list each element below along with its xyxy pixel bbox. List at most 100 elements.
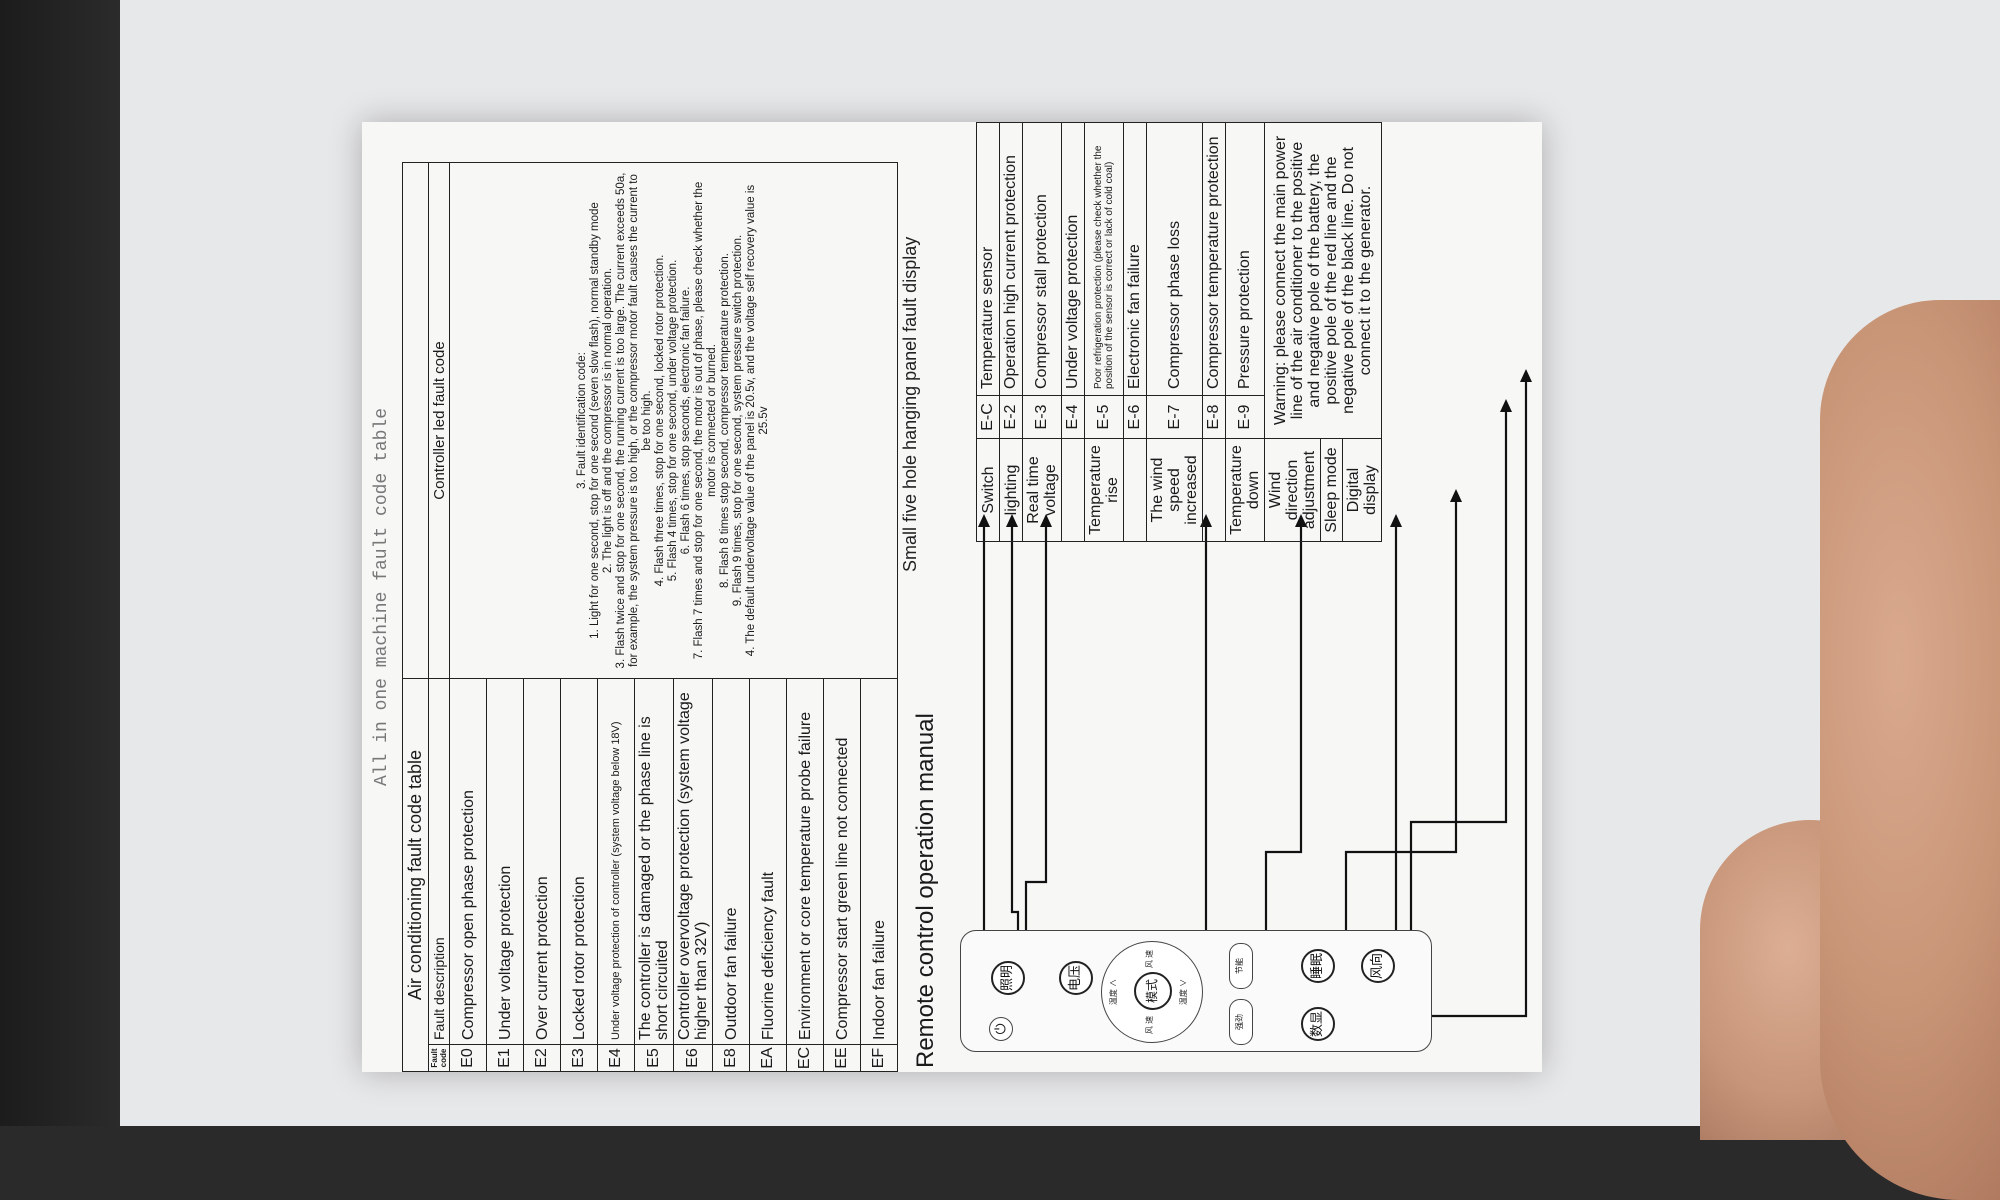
arrow-digital	[1520, 369, 1532, 382]
fault-description: Locked rotor protection	[560, 678, 598, 1045]
func-label: lighting	[999, 438, 1023, 542]
fault-code: EE	[823, 1044, 861, 1072]
panel-fault-code: E-2	[999, 395, 1023, 439]
panel-fault-code: E-5	[1084, 395, 1124, 439]
line-wind-dir	[1326, 502, 1458, 949]
panel-fault-code: E-7	[1146, 395, 1203, 439]
fault-description: Controller overvoltage protection (syste…	[673, 678, 713, 1045]
description-header: Fault description	[428, 678, 450, 1045]
fault-code: E6	[673, 1044, 713, 1072]
led-line: 4. The default undervoltage value of the…	[745, 184, 770, 657]
fault-code: E3	[560, 1044, 598, 1072]
wind-speed-down-button[interactable]: 风 速	[1145, 1015, 1154, 1035]
document-sheet: All in one machine fault code table Air …	[362, 122, 1542, 1072]
fault-code: E2	[523, 1044, 561, 1072]
panel-fault-description: Compressor phase loss	[1146, 122, 1203, 396]
arrow-temp-rise	[1200, 514, 1212, 527]
code-header: Fault code	[428, 1044, 450, 1072]
power-icon[interactable]: ⏻	[989, 1017, 1013, 1041]
panel-fault-description: Under voltage protection	[1061, 122, 1085, 396]
wind-speed-up-button[interactable]: 风 速	[1145, 949, 1154, 969]
dpad[interactable]: 温度 ∧ 温度 ∨ 风 速 风 速 模式	[1101, 941, 1203, 1043]
strong-button[interactable]: 强劲	[1229, 999, 1253, 1045]
panel-fault-table: Switch E-C Temperature sensor lighting E…	[976, 122, 1382, 542]
panel-fault-description: Pressure protection	[1225, 122, 1265, 396]
func-label: The wind speed increased	[1146, 438, 1203, 542]
led-line: 4. Flash three times, stop for one secon…	[654, 254, 666, 587]
temp-down-button[interactable]: 温度 ∨	[1179, 978, 1188, 1006]
arrow-voltage	[1040, 514, 1052, 527]
fault-description: Fluorine deficiency fault	[749, 678, 787, 1045]
led-line: 7. Flash 7 times and stop for one second…	[693, 181, 718, 660]
panel-fault-code: E-9	[1225, 395, 1265, 439]
line-voltage	[1024, 527, 1106, 962]
lighting-button[interactable]: 照明	[991, 961, 1025, 995]
led-description: 3. Fault identification code: 1. Light f…	[449, 162, 898, 679]
fault-description: The controller is damaged or the phase l…	[634, 678, 674, 1045]
func-label	[1202, 438, 1226, 542]
fault-table-caption: Air conditioning fault code table	[402, 678, 429, 1072]
fault-description: Environment or core temperature probe fa…	[786, 678, 824, 1045]
led-line: 3. Flash twice and stop for one second, …	[615, 172, 653, 669]
func-label	[1123, 438, 1147, 542]
fault-description: Compressor start green line not connecte…	[823, 678, 861, 1045]
panel-display-title: Small five hole hanging panel fault disp…	[900, 236, 920, 572]
arrow-sleep	[1500, 399, 1512, 412]
panel-fault-description: Electronic fan failure	[1123, 122, 1147, 396]
fault-code: E5	[634, 1044, 674, 1072]
led-line: 3. Fault identification code:	[576, 352, 588, 489]
fault-code: E8	[712, 1044, 750, 1072]
panel-fault-description: Temperature sensor	[976, 122, 1000, 396]
line-temp-rise	[1161, 527, 1208, 979]
panel-fault-code: E-4	[1061, 395, 1085, 439]
led-header-spacer	[402, 162, 429, 679]
led-line: 1. Light for one second, stop for one se…	[589, 202, 601, 639]
panel-fault-code: E-C	[976, 395, 1000, 439]
func-label: Temperature down	[1225, 438, 1265, 542]
fault-code: EF	[860, 1044, 898, 1072]
panel-fault-description: Poor refrigeration protection (please ch…	[1084, 122, 1124, 396]
led-header: Controller led fault code	[428, 162, 450, 679]
led-line: 5. Flash 4 times, stop for one second, u…	[667, 259, 679, 582]
func-label-digital: Digital display	[1342, 438, 1382, 542]
fault-description: Outdoor fan failure	[712, 678, 750, 1045]
arrow-temp-down	[1390, 514, 1402, 527]
led-line: 8. Flash 8 times stop second, compressor…	[719, 253, 731, 588]
line-lighting	[1008, 527, 1020, 990]
fault-description: Compressor open phase protection	[449, 678, 487, 1045]
panel-fault-description: Operation high current protection	[999, 122, 1023, 396]
voltage-button[interactable]: 电压	[1059, 961, 1093, 995]
panel-fault-description: Compressor temperature protection	[1202, 122, 1226, 396]
arrow-switch	[978, 514, 990, 527]
panel-fault-code: E-6	[1123, 395, 1147, 439]
arrow-lighting	[1006, 514, 1018, 527]
fault-code: E0	[449, 1044, 487, 1072]
fault-code: EA	[749, 1044, 787, 1072]
fault-code: EC	[786, 1044, 824, 1072]
sleep-button[interactable]: 睡眠	[1301, 949, 1335, 983]
warning-text: Warning: please connect the main power l…	[1264, 122, 1382, 439]
led-line: 9. Flash 9 times, stop for one second, s…	[732, 234, 744, 607]
arrow-wind-dir	[1450, 489, 1462, 502]
fault-description: Indoor fan failure	[860, 678, 898, 1045]
led-line: 6. Flash 6 times, stop seconds, electron…	[680, 286, 692, 555]
eco-button[interactable]: 节能	[1229, 943, 1253, 989]
fault-description: Over current protection	[523, 678, 561, 1045]
mode-button[interactable]: 模式	[1134, 972, 1172, 1010]
temp-up-button[interactable]: 温度 ∧	[1109, 978, 1118, 1006]
panel-fault-code: E-3	[1022, 395, 1062, 439]
fault-description: Under voltage protection	[486, 678, 524, 1045]
fault-code: E1	[486, 1044, 524, 1072]
fault-description: Under voltage protection of controller (…	[597, 678, 635, 1045]
remote-panel-section: ⏻ 照明 电压 温度 ∧ 温度 ∨ 风 速 风 速 模式 强劲 节能 数显 睡眠…	[946, 122, 1542, 1072]
fault-code-table: Air conditioning fault code table Fault …	[402, 162, 898, 1072]
arrow-wind-speed	[1295, 514, 1307, 527]
wind-direction-button[interactable]: 风向	[1361, 949, 1395, 983]
func-label-wind-direction: Wind direction adjustment	[1264, 438, 1321, 542]
remote-manual-title: Remote control operation manual	[912, 713, 939, 1068]
func-label	[1061, 438, 1085, 542]
display-button[interactable]: 数显	[1301, 1007, 1335, 1041]
line-temp-down	[1301, 527, 1398, 992]
fault-code: E4	[597, 1044, 635, 1072]
func-label: Switch	[976, 438, 1000, 542]
